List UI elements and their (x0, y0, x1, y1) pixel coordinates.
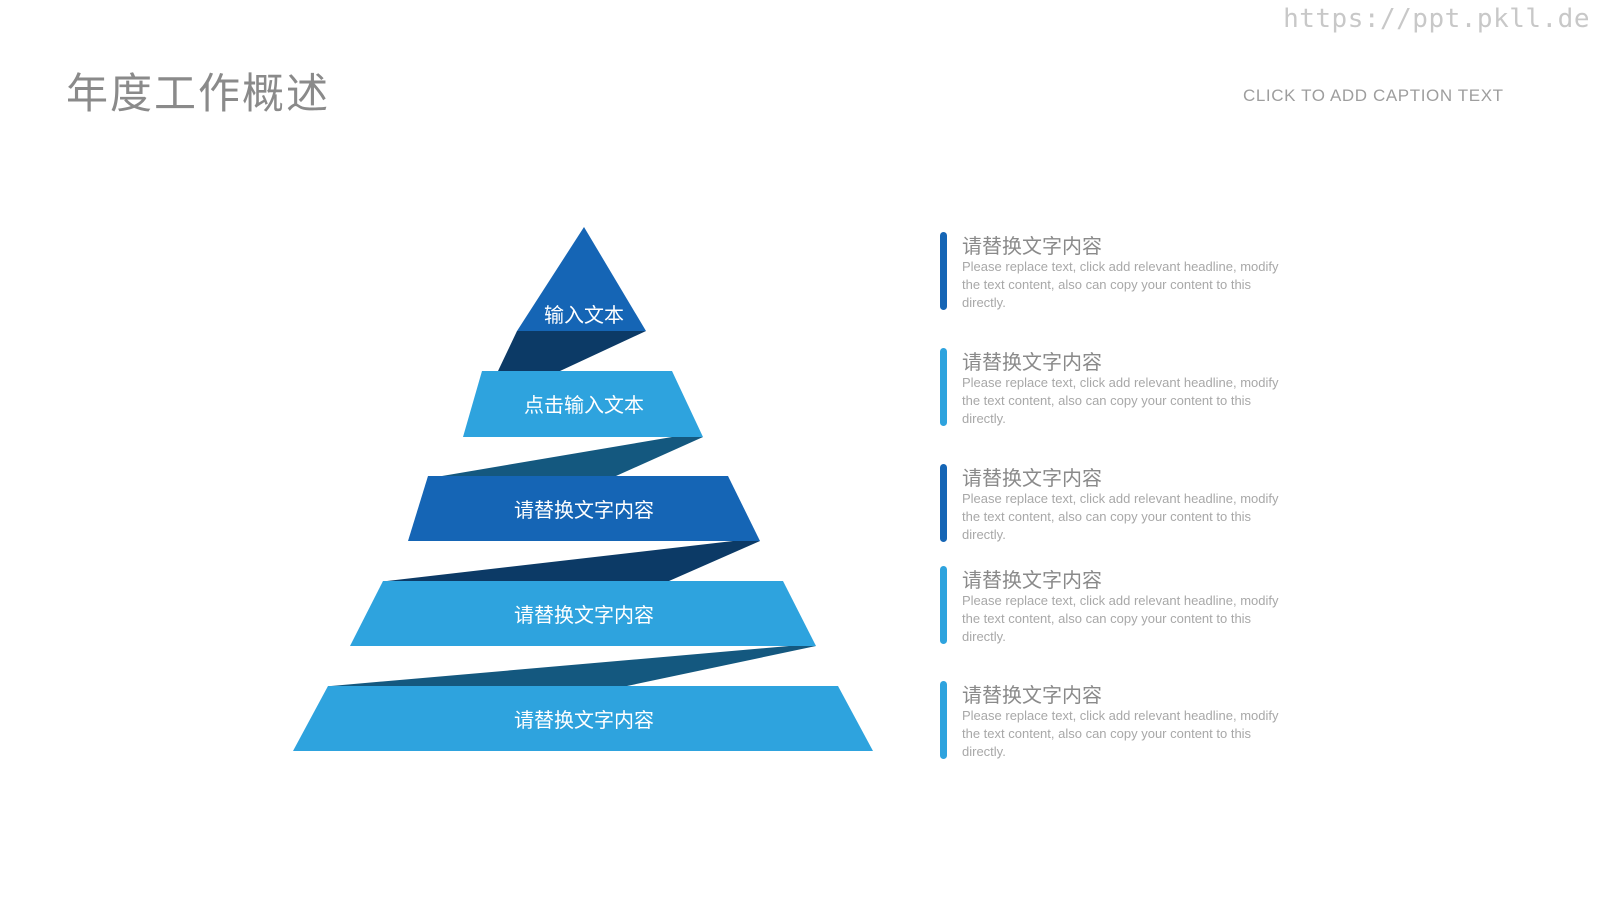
pyramid-level-3-label: 请替换文字内容 (514, 498, 654, 522)
info-item-1-bar (940, 232, 947, 310)
info-item-2-heading[interactable]: 请替换文字内容 (962, 350, 1102, 374)
info-item-3-bar (940, 464, 947, 542)
pyramid-connector-2 (442, 437, 703, 476)
info-item-4-heading[interactable]: 请替换文字内容 (962, 568, 1102, 592)
info-item-2-body[interactable]: Please replace text, click add relevant … (962, 375, 1279, 426)
info-item-1-heading[interactable]: 请替换文字内容 (962, 234, 1102, 258)
info-item-3-heading[interactable]: 请替换文字内容 (962, 466, 1102, 490)
pyramid-level-5-label: 请替换文字内容 (514, 708, 654, 732)
info-item-5-heading[interactable]: 请替换文字内容 (962, 683, 1102, 707)
pyramid-level-1-label: 输入文本 (544, 303, 624, 327)
pyramid-level-1[interactable] (517, 227, 646, 331)
pyramid-level-4-label: 请替换文字内容 (514, 603, 654, 627)
watermark-url: https://ppt.pkll.de (1283, 4, 1590, 34)
pyramid-connector-3 (387, 541, 760, 581)
pyramid-level-4[interactable] (350, 581, 816, 646)
pyramid-connector-1 (498, 331, 646, 371)
info-item-5-bar (940, 681, 947, 759)
pyramid-level-2-label: 点击输入文本 (524, 393, 644, 417)
caption-text[interactable]: CLICK TO ADD CAPTION TEXT (1243, 86, 1504, 105)
pyramid-level-2[interactable] (463, 371, 703, 437)
info-item-5-body[interactable]: Please replace text, click add relevant … (962, 708, 1279, 759)
page-title: 年度工作概述 (66, 69, 331, 118)
info-item-3-body[interactable]: Please replace text, click add relevant … (962, 491, 1279, 542)
info-item-4-bar (940, 566, 947, 644)
info-item-4-body[interactable]: Please replace text, click add relevant … (962, 593, 1279, 644)
pyramid-level-5[interactable] (293, 686, 873, 751)
info-item-1-body[interactable]: Please replace text, click add relevant … (962, 259, 1279, 310)
pyramid-connector-4 (331, 646, 816, 686)
pyramid-level-3[interactable] (408, 476, 760, 541)
info-item-2-bar (940, 348, 947, 426)
